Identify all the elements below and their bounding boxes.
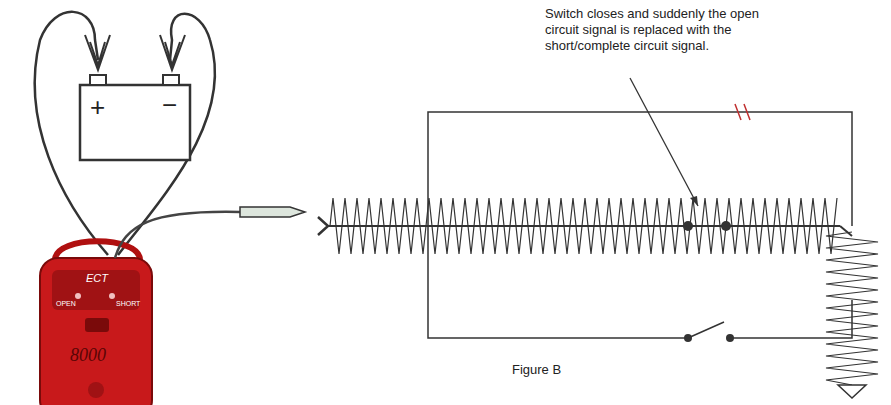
break-mark <box>735 104 750 120</box>
switch-contact <box>684 334 692 342</box>
ground-symbol <box>838 385 866 398</box>
probe-tip <box>318 217 328 235</box>
led <box>109 293 115 299</box>
led <box>75 293 81 299</box>
indicator-label: SHORT <box>116 300 140 307</box>
switch-contact <box>721 221 731 231</box>
probe <box>240 207 305 217</box>
figure-caption: Figure B <box>512 362 561 377</box>
polarity-sign: + <box>90 92 105 123</box>
leader-arrowhead <box>690 196 698 206</box>
switch-contact <box>726 334 734 342</box>
battery-terminal <box>90 75 106 85</box>
model-number: 8000 <box>70 345 106 366</box>
callout-note: Switch closes and suddenly the open circ… <box>545 6 780 54</box>
signal-coil <box>330 198 837 254</box>
polarity-sign: − <box>162 90 177 121</box>
battery-terminal <box>163 75 179 85</box>
battery-body <box>80 85 190 160</box>
probe-lead <box>115 212 240 258</box>
switch-contact <box>683 221 693 231</box>
indicator-label: OPEN <box>56 300 76 307</box>
alligator-clamp <box>160 35 185 70</box>
device-label: ECT <box>86 272 108 284</box>
device-knob <box>88 382 104 398</box>
conductor <box>328 225 840 227</box>
device-button <box>85 318 109 332</box>
leader-line <box>630 78 698 206</box>
conductor <box>840 226 852 236</box>
signal-coil <box>826 232 878 385</box>
ect-device <box>40 258 152 405</box>
alligator-clamp <box>85 35 110 70</box>
device-panel <box>52 270 140 310</box>
